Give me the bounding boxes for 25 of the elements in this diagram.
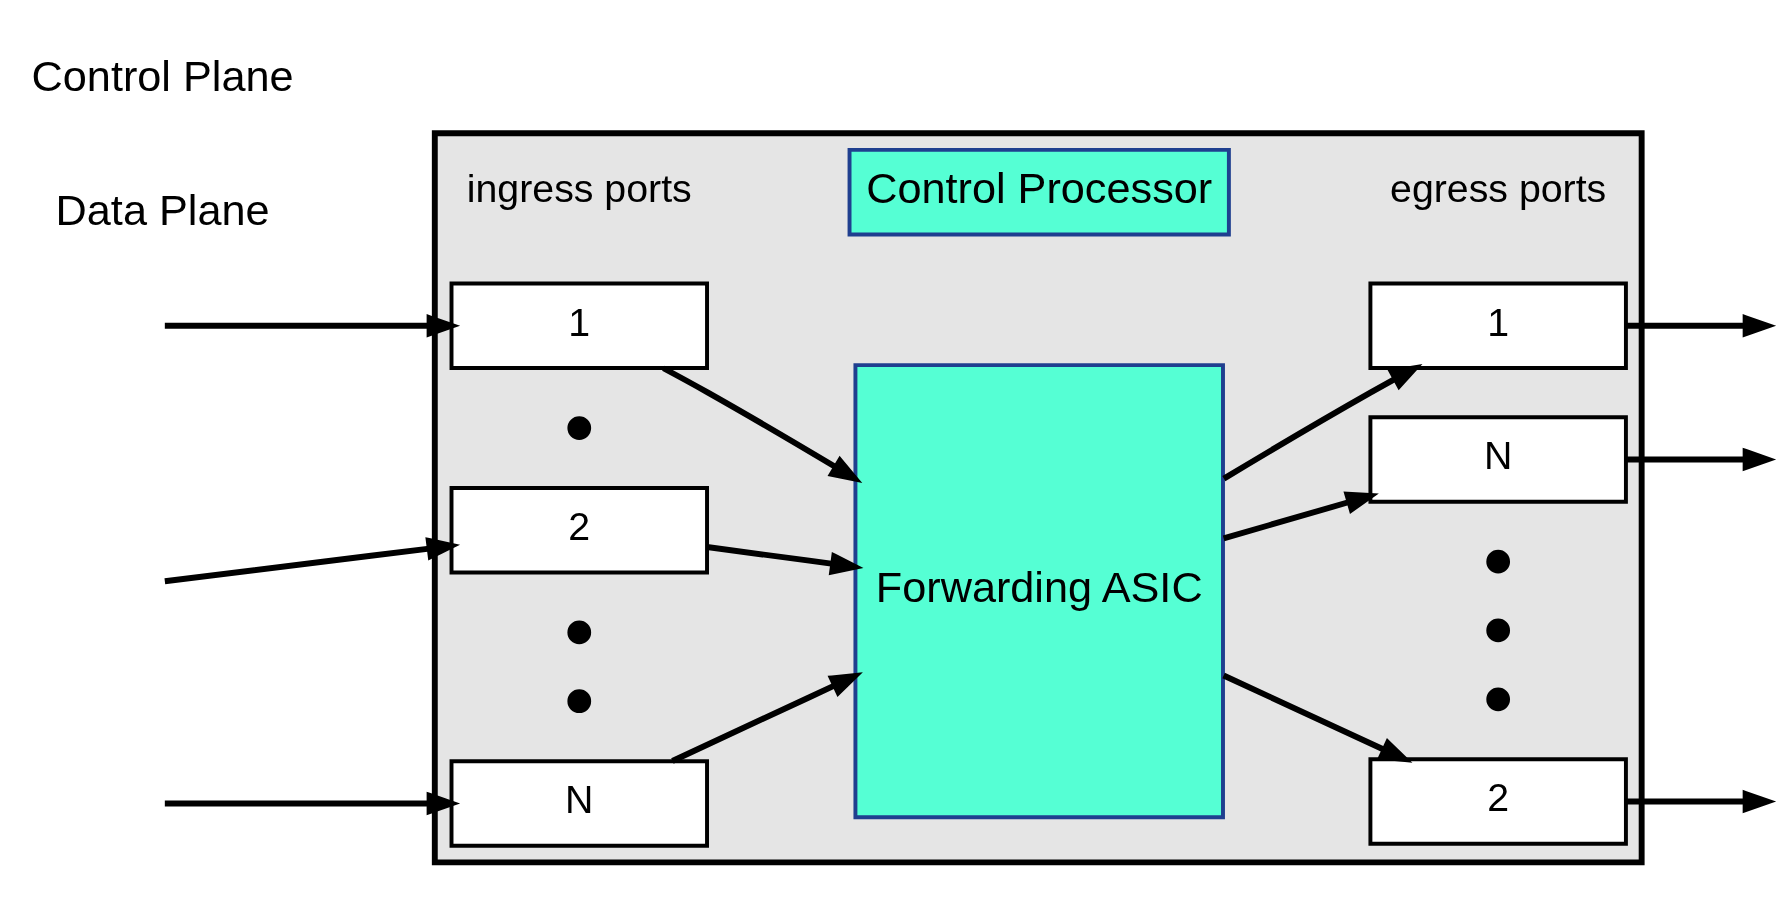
cluster [431, 130, 1645, 866]
arrow [164, 537, 461, 585]
node-box: Control Processor [847, 147, 1231, 237]
node-box: 2 [449, 486, 709, 575]
node-box: 1 [1368, 281, 1628, 371]
arrow [1625, 447, 1777, 472]
arrow [1625, 789, 1777, 814]
label: egress ports [1390, 165, 1607, 210]
label: ingress ports [466, 165, 692, 210]
arrow [706, 544, 864, 576]
arrow [671, 672, 863, 764]
node-box: Forwarding ASIC [853, 363, 1225, 820]
arrow [1222, 672, 1413, 763]
arrow [662, 365, 863, 484]
node-box: 1 [449, 281, 709, 371]
label: Control Plane [31, 52, 294, 101]
arrow [1625, 314, 1777, 338]
arrow [164, 791, 461, 816]
arrow [164, 314, 461, 338]
node-box: N [1368, 415, 1628, 504]
arrow [1222, 491, 1379, 542]
node-box: 2 [1368, 757, 1628, 846]
node-box: N [449, 759, 709, 848]
label: Data Plane [55, 185, 270, 234]
arrow [1222, 364, 1423, 482]
